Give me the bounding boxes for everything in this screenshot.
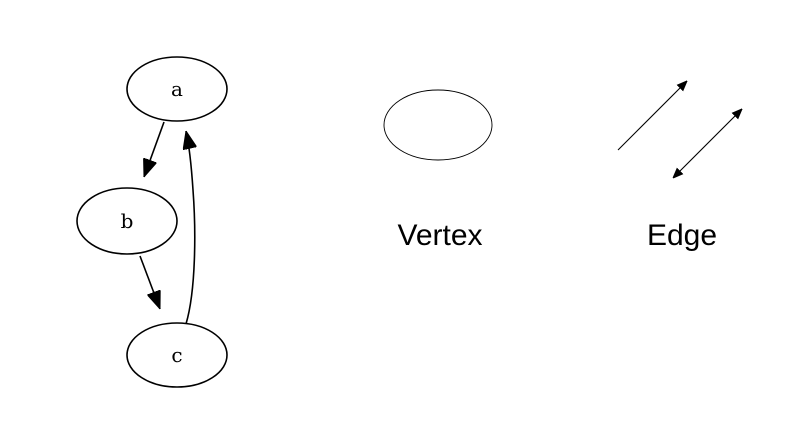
node-b-label: b bbox=[121, 209, 134, 233]
graph-node-b[interactable]: b bbox=[76, 187, 178, 255]
legend-edge-label: Edge bbox=[647, 219, 717, 252]
legend-vertex: Vertex bbox=[383, 89, 493, 252]
node-c-ellipse bbox=[126, 322, 228, 388]
legend-edge: Edge bbox=[617, 81, 742, 252]
node-c-label: c bbox=[171, 343, 182, 367]
edge-b-to-c bbox=[139, 255, 161, 309]
graph-node-c[interactable]: c bbox=[126, 322, 228, 388]
node-a-ellipse bbox=[126, 56, 228, 122]
legend-edge-single-arrow bbox=[617, 81, 687, 151]
node-b-ellipse bbox=[76, 187, 178, 255]
legend-vertex-ellipse bbox=[383, 89, 493, 161]
legend-edge-double-arrow bbox=[673, 109, 742, 178]
graph-node-a[interactable]: a bbox=[126, 56, 228, 122]
edge-c-to-a bbox=[186, 131, 195, 325]
legend-vertex-label: Vertex bbox=[397, 219, 482, 252]
edge-a-to-b bbox=[144, 121, 165, 177]
graph-edges bbox=[139, 121, 195, 325]
node-a-label: a bbox=[171, 77, 183, 101]
